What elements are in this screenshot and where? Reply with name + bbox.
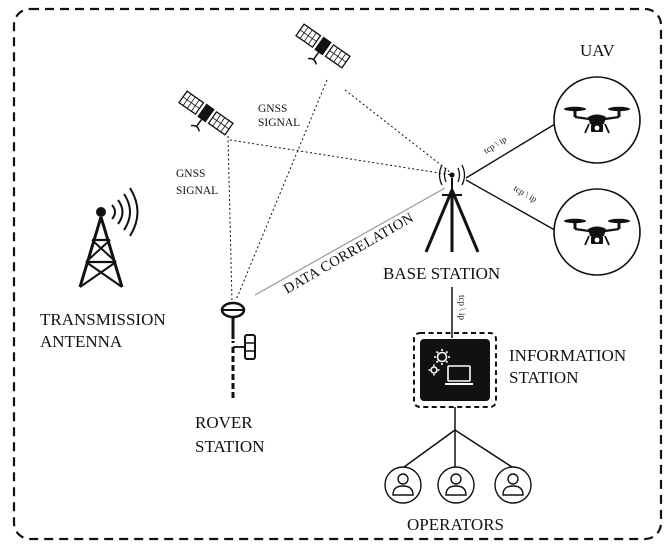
operators-connector <box>403 407 513 468</box>
uav-label: UAV <box>580 41 615 60</box>
user-icon <box>494 466 532 504</box>
satellite-icon <box>171 89 235 146</box>
data-correlation-label: DATA CORRELATION <box>281 210 417 298</box>
user-icon <box>384 466 422 504</box>
information-station-frame <box>413 332 497 408</box>
outer-frame <box>12 7 663 541</box>
signal-lines <box>227 79 453 303</box>
tcp-ip-link-label: tcp \ ip <box>512 183 539 204</box>
base-station-label: BASE STATION <box>383 264 500 283</box>
computer-gear-icon <box>420 339 490 401</box>
operators-label: OPERATORS <box>407 515 504 534</box>
satellite-icon <box>288 22 352 79</box>
tcp-ip-link-label: tcp \ ip <box>482 134 509 156</box>
data-correlation-line <box>254 187 446 296</box>
tcp-ip-link-label: tcp \ ip <box>457 295 467 320</box>
rover-station-icon <box>220 301 256 398</box>
user-icon <box>437 466 475 504</box>
antenna-tower-icon <box>78 187 139 288</box>
base-station-tripod-icon <box>424 164 480 253</box>
